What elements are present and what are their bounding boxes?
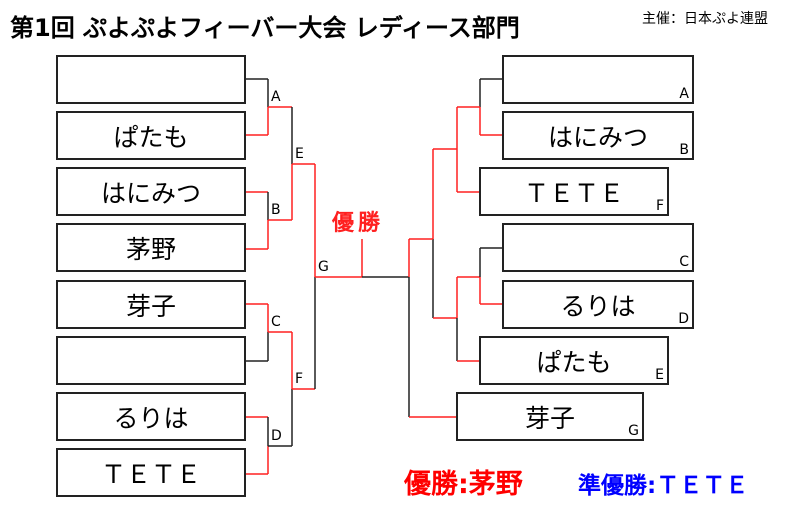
entry-letter: F <box>655 198 664 214</box>
match-e-lines <box>291 107 315 220</box>
entry-letter: G <box>628 423 639 439</box>
entry-name: るりは <box>560 291 636 321</box>
entry-letter: B <box>679 142 689 158</box>
entry-letter: E <box>655 367 664 383</box>
left-entry-box: ぱたも <box>56 111 246 160</box>
match-a-lines <box>245 78 292 136</box>
match-label-c: C <box>271 314 281 330</box>
left-entry-box: はにみつ <box>56 167 246 216</box>
winner-result: 優勝:茅野 <box>404 469 523 500</box>
right-entry-box: はにみつ B <box>502 111 694 160</box>
entry-name: 芽子 <box>125 291 176 321</box>
match-label-b: B <box>271 202 281 218</box>
match-c-lines <box>245 303 292 362</box>
match-label-d: D <box>271 428 282 444</box>
right-entry-box: 芽子 G <box>456 392 644 441</box>
entry-name: はにみつ <box>547 122 648 152</box>
entry-name: 茅野 <box>125 234 176 264</box>
left-entry-box: るりは <box>56 392 246 441</box>
entry-name: ＴＥＴＥ <box>523 178 624 208</box>
entry-letter: A <box>679 86 689 102</box>
match-d-lines <box>245 416 292 475</box>
match-f-lines <box>291 332 315 446</box>
entry-name: はにみつ <box>100 178 201 208</box>
left-entry-box <box>56 336 246 385</box>
right-bracket-lines <box>408 78 503 418</box>
final-lines <box>314 164 409 389</box>
left-entry-box: ＴＥＴＥ <box>56 448 246 497</box>
entry-letter: D <box>678 311 689 327</box>
match-label-g: G <box>318 259 329 275</box>
match-b-lines <box>245 191 292 250</box>
match-label-f: F <box>295 371 304 387</box>
entry-name: ぱたも <box>536 347 612 377</box>
sponsor-text: 主催：日本ぷよ連盟 <box>642 11 768 27</box>
right-entry-box: A <box>502 55 694 104</box>
left-entry-box: 茅野 <box>56 223 246 272</box>
champion-mark: 優勝 <box>332 211 385 236</box>
match-label-e: E <box>295 146 304 162</box>
left-entry-box <box>56 55 246 104</box>
match-label-a: A <box>271 89 281 105</box>
entry-letter: C <box>679 254 689 270</box>
page-title: 第1回 ぷよぷよフィーバー大会 レディース部門 <box>10 14 520 42</box>
entry-name: ぱたも <box>113 122 189 152</box>
runner-up-result: 準優勝:ＴＥＴＥ <box>578 473 749 499</box>
entry-name: るりは <box>113 403 189 433</box>
right-entry-box: ぱたも E <box>479 336 669 385</box>
entry-name: 芽子 <box>524 403 575 433</box>
left-entry-box: 芽子 <box>56 280 246 329</box>
entry-name: ＴＥＴＥ <box>100 459 201 489</box>
right-entry-box: ＴＥＴＥ F <box>479 167 669 216</box>
right-entry-box: るりは D <box>502 280 694 329</box>
right-entry-box: C <box>502 223 694 272</box>
